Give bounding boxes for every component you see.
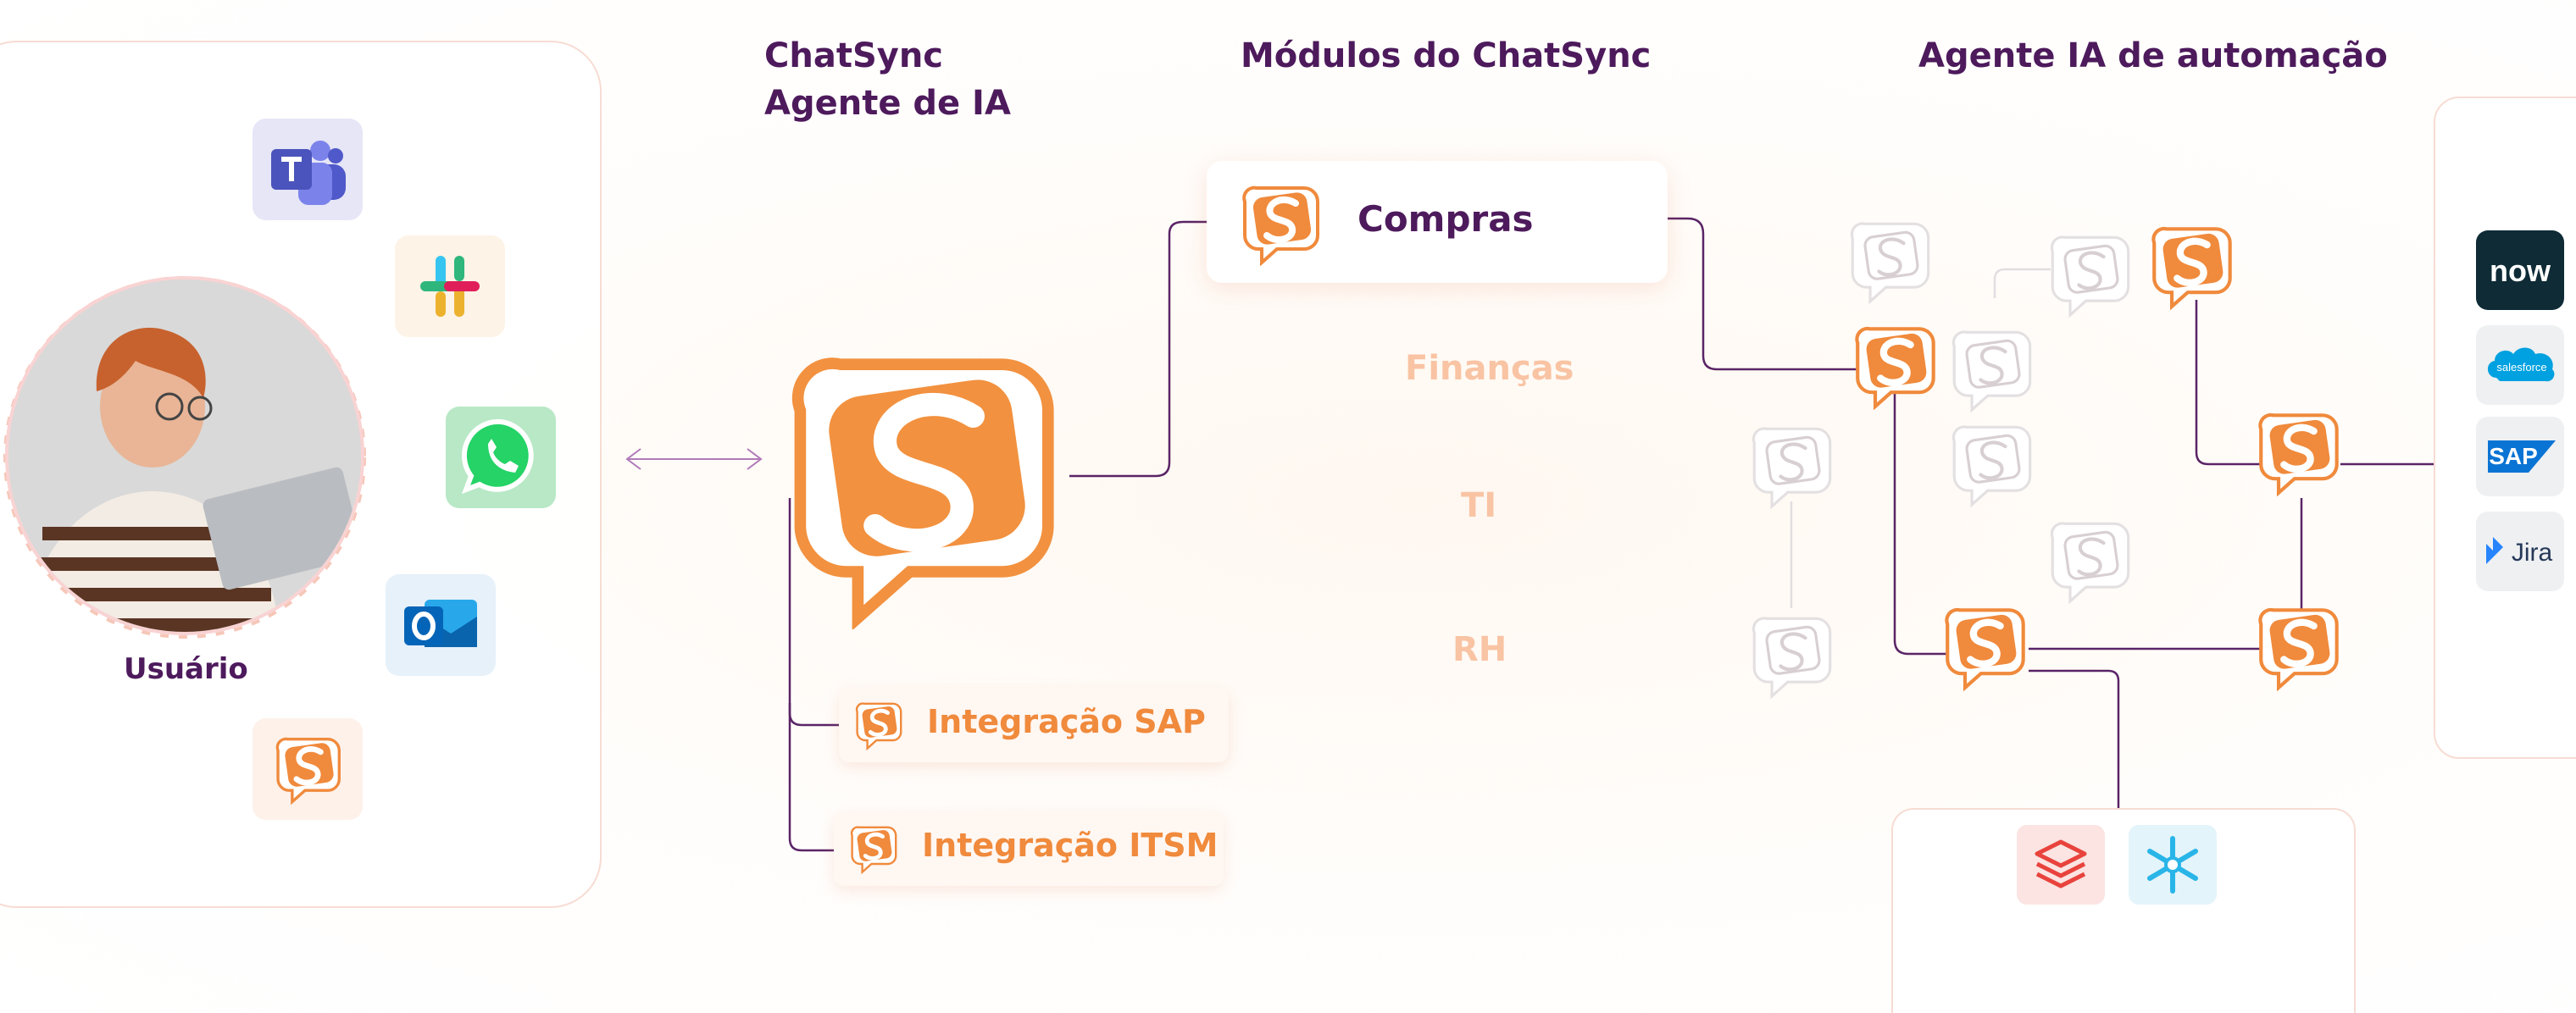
user-avatar xyxy=(5,276,364,635)
chatsync-logo-icon xyxy=(783,337,1071,634)
bidirectional-arrow-icon xyxy=(625,448,763,470)
jira-text: Jira xyxy=(2512,539,2553,567)
ghost-node-icon xyxy=(2047,517,2135,605)
integration-label-itsm: Integração ITSM xyxy=(922,827,1219,864)
data-sources-panel xyxy=(1891,808,2356,1013)
snowflake-tile[interactable] xyxy=(2129,825,2217,905)
sap-tile[interactable]: SAP xyxy=(2476,417,2564,496)
agent-node-icon xyxy=(2256,603,2344,691)
agent-node-icon xyxy=(1852,322,1940,410)
module-label-rh[interactable]: RH xyxy=(1452,630,1507,669)
agent-node-icon xyxy=(2256,408,2344,496)
chatsync-icon xyxy=(849,823,900,874)
servicenow-text: now xyxy=(2490,253,2551,288)
servicenow-logo: now xyxy=(2490,253,2551,288)
salesforce-tile[interactable]: salesforce xyxy=(2476,325,2564,405)
ghost-node-icon xyxy=(1949,420,2037,508)
servicenow-tile[interactable]: now xyxy=(2476,230,2564,310)
teams-channel[interactable] xyxy=(253,119,363,220)
databricks-tile[interactable] xyxy=(2017,825,2105,905)
module-label-active: Compras xyxy=(1357,198,1534,240)
ghost-node-icon xyxy=(2047,230,2135,318)
outlook-icon xyxy=(404,600,477,647)
modules-heading: Módulos do ChatSync xyxy=(1241,36,1652,75)
jira-logo: Jira xyxy=(2486,537,2553,567)
module-label-financas[interactable]: Finanças xyxy=(1405,349,1574,388)
module-card-compras[interactable]: Compras xyxy=(1207,161,1668,283)
agent-node-icon xyxy=(1942,603,2030,691)
salesforce-logo: salesforce xyxy=(2487,347,2555,382)
integration-card-itsm[interactable]: Integração ITSM xyxy=(834,811,1224,886)
automation-heading: Agente IA de automação xyxy=(1918,36,2388,75)
ghost-node-icon xyxy=(1749,422,1837,510)
databricks-icon xyxy=(2035,839,2087,888)
outlook-channel[interactable] xyxy=(386,574,496,676)
ghost-node-icon xyxy=(1749,612,1837,700)
ghost-node-icon xyxy=(1847,217,1935,305)
ghost-node-icon xyxy=(1949,325,2037,413)
whatsapp-channel[interactable] xyxy=(446,407,556,508)
chatsync-channel[interactable] xyxy=(253,718,363,820)
chatsync-agent-logo xyxy=(783,337,1071,634)
salesforce-text: salesforce xyxy=(2496,361,2546,374)
slack-icon xyxy=(420,256,480,317)
user-label: Usuário xyxy=(124,652,248,686)
integration-label-sap: Integração SAP xyxy=(927,703,1206,740)
module-label-ti[interactable]: TI xyxy=(1461,486,1497,525)
whatsapp-icon xyxy=(461,418,534,495)
agent-heading-line1: ChatSync xyxy=(764,36,944,75)
agent-heading-line2: Agente de IA xyxy=(764,84,1011,123)
agent-node-icon xyxy=(2149,222,2237,310)
slack-channel[interactable] xyxy=(395,235,505,337)
sap-logo: SAP xyxy=(2488,440,2556,473)
microsoft-teams-icon xyxy=(271,141,346,205)
sap-text: SAP xyxy=(2489,443,2538,469)
integration-card-sap[interactable]: Integração SAP xyxy=(839,688,1229,762)
snowflake-icon xyxy=(2147,836,2198,894)
chatsync-icon xyxy=(854,700,905,750)
chatsync-icon xyxy=(1237,181,1327,266)
jira-tile[interactable]: Jira xyxy=(2476,512,2564,591)
